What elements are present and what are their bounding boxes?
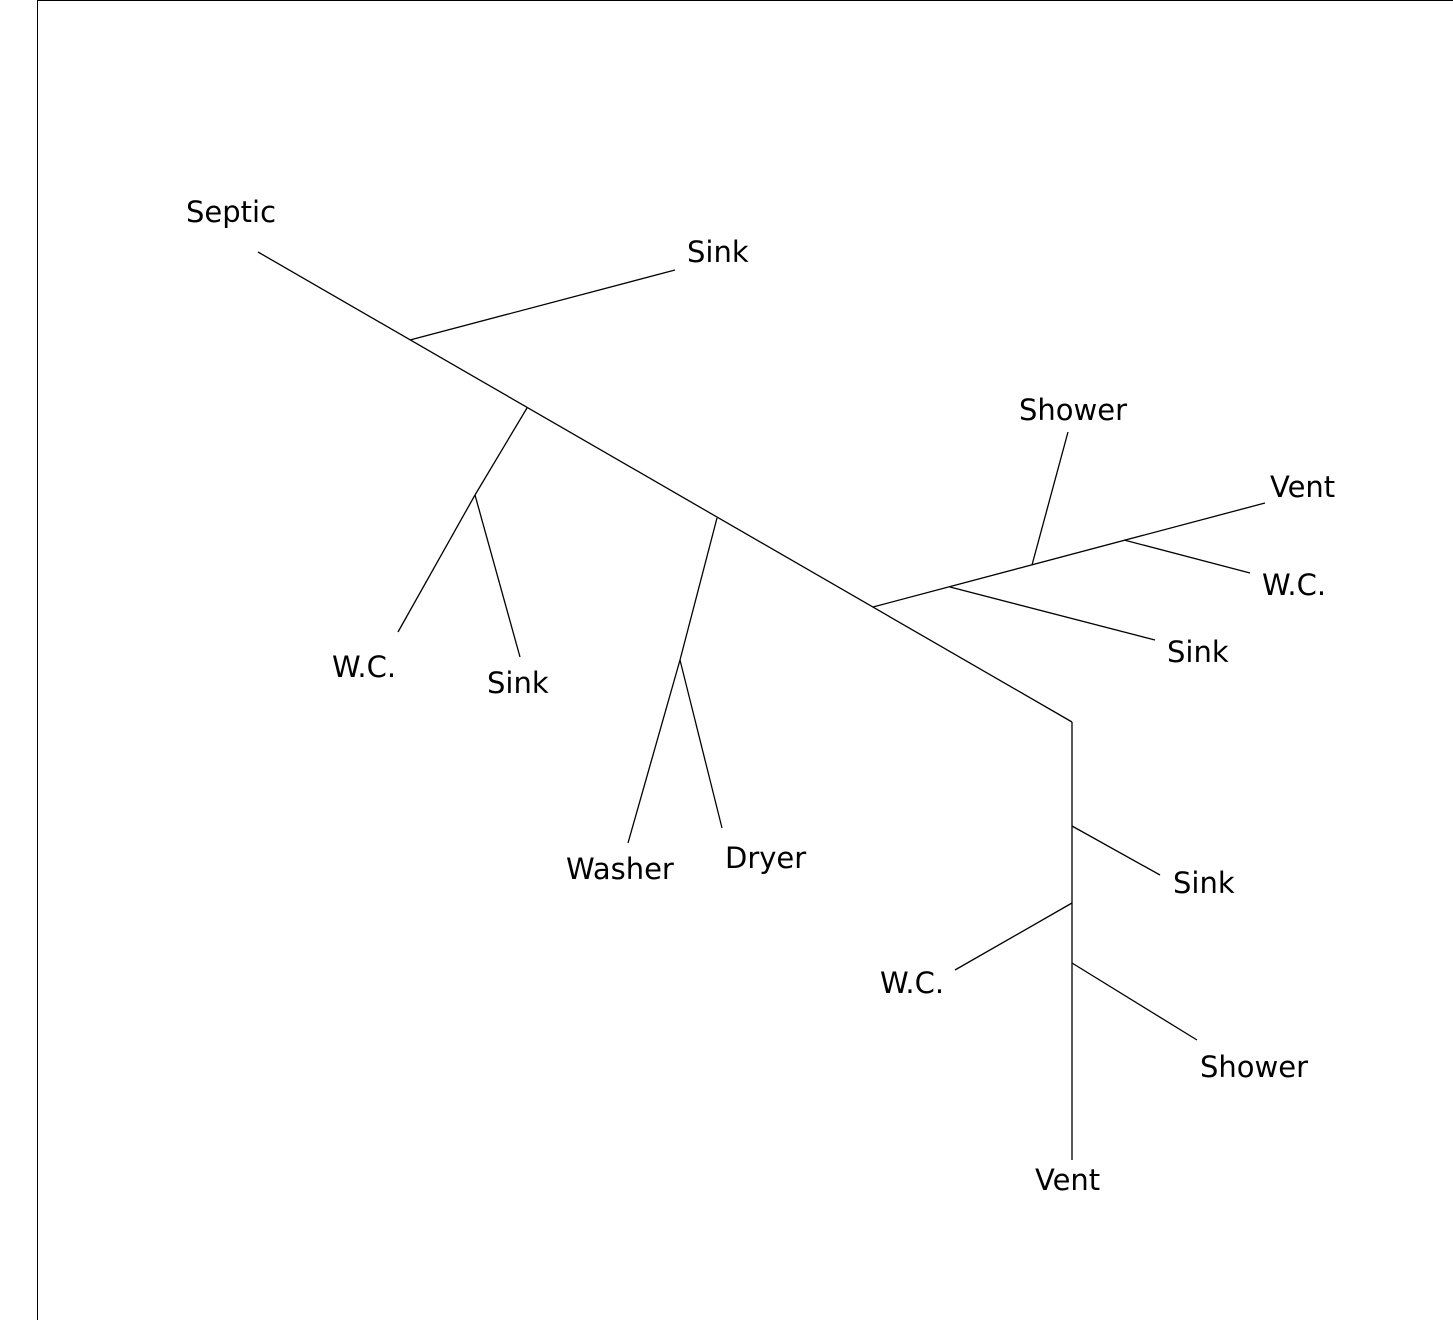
label-sink-lower: Sink — [1173, 866, 1235, 900]
label-shower-lower: Shower — [1200, 1050, 1308, 1084]
label-washer: Washer — [566, 852, 674, 886]
dryer-branch — [679, 659, 723, 829]
label-wc-left: W.C. — [332, 650, 396, 684]
shower-upper-branch — [1031, 431, 1069, 566]
label-sink-top: Sink — [687, 235, 749, 269]
label-shower-upper: Shower — [1019, 393, 1127, 427]
wc-lower-branch — [954, 902, 1073, 971]
label-dryer: Dryer — [725, 841, 806, 875]
wc-right-branch — [1123, 539, 1251, 574]
label-sink-left: Sink — [487, 666, 549, 700]
shower-lower-branch — [1071, 962, 1198, 1041]
label-vent-lower: Vent — [1035, 1163, 1100, 1197]
washer-branch — [627, 659, 681, 844]
label-septic: Septic — [186, 195, 276, 229]
sink-right-branch — [949, 586, 1156, 641]
label-sink-right: Sink — [1167, 635, 1229, 669]
label-wc-lower: W.C. — [880, 966, 944, 1000]
laundry-branch-trunk — [679, 517, 718, 661]
sink-left-branch — [474, 494, 521, 658]
main-drain-line — [257, 251, 1073, 723]
left-branch-trunk — [474, 407, 528, 496]
wc-left-branch — [397, 494, 476, 633]
sink-lower-branch — [1071, 825, 1161, 876]
sink-top-branch — [409, 269, 676, 341]
label-vent-upper: Vent — [1270, 470, 1335, 504]
upper-right-branch — [872, 502, 1266, 608]
label-wc-right: W.C. — [1262, 568, 1326, 602]
diagram-frame — [37, 0, 1453, 1320]
